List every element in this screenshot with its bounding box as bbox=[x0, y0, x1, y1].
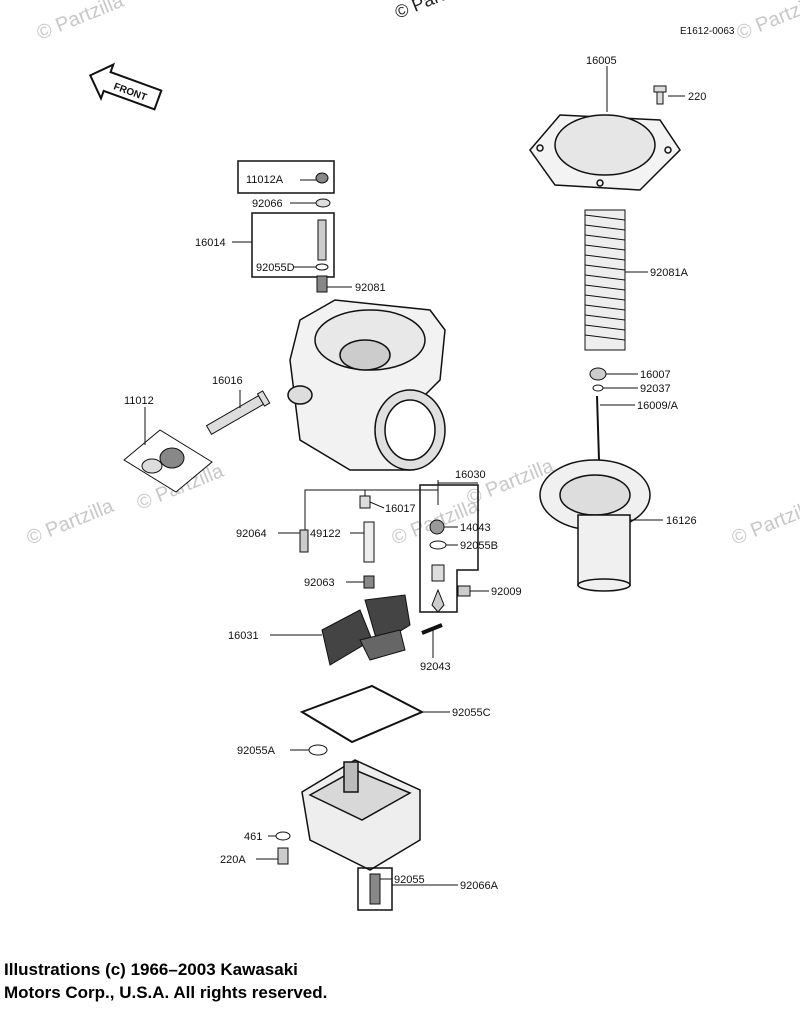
top-cover-part bbox=[529, 114, 681, 191]
callout-16030: 16030 bbox=[455, 469, 486, 481]
callout-16014: 16014 bbox=[195, 237, 226, 249]
screw-220-icon bbox=[653, 85, 667, 105]
vacuum-piston-part bbox=[539, 459, 651, 592]
copyright-caption: Illustrations (c) 1966–2003 Kawasaki Mot… bbox=[4, 958, 327, 1004]
cap-11012A-icon bbox=[315, 172, 329, 184]
spring-92081-icon bbox=[316, 275, 328, 293]
box-16030 bbox=[419, 484, 479, 613]
cap-11012-part bbox=[123, 429, 213, 493]
callout-92063: 92063 bbox=[304, 577, 335, 589]
callout-92081: 92081 bbox=[355, 282, 386, 294]
oring-92055D-icon bbox=[315, 263, 329, 271]
box-92066A bbox=[357, 867, 393, 911]
needle-jet-49122-icon bbox=[363, 521, 375, 563]
callout-16126: 16126 bbox=[666, 515, 697, 527]
callout-92081A: 92081A bbox=[650, 267, 689, 279]
callout-49122: 49122 bbox=[310, 528, 341, 540]
watermark-top-right: © Partzilla bbox=[734, 0, 800, 45]
callout-92055D: 92055D bbox=[256, 262, 295, 274]
callout-92043: 92043 bbox=[420, 661, 451, 673]
front-arrow-icon: FRONT bbox=[88, 62, 163, 111]
callout-16016: 16016 bbox=[212, 375, 243, 387]
callout-labels: 16005 220 11012A 92066 16014 92055D 9208… bbox=[124, 55, 706, 892]
caption-line-1: Illustrations (c) 1966–2003 Kawasaki bbox=[4, 960, 298, 979]
callout-16031: 16031 bbox=[228, 630, 259, 642]
oring-92055A-icon bbox=[308, 744, 328, 756]
watermark-mid-right: © Partzilla bbox=[729, 495, 800, 550]
needle-clip-icon bbox=[589, 367, 607, 461]
float-valve-icon bbox=[431, 588, 445, 613]
callout-220: 220 bbox=[688, 91, 706, 103]
callout-220A: 220A bbox=[220, 854, 246, 866]
callout-16005: 16005 bbox=[586, 55, 617, 67]
float-bowl-part bbox=[301, 759, 421, 871]
pin-92043-icon bbox=[421, 623, 443, 635]
float-part bbox=[321, 594, 411, 666]
carburetor-body-part bbox=[287, 299, 446, 471]
callout-92064: 92064 bbox=[236, 528, 267, 540]
cap-92066-icon bbox=[315, 198, 331, 208]
box-16014 bbox=[251, 212, 335, 278]
callout-92009: 92009 bbox=[491, 586, 522, 598]
callout-11012A: 11012A bbox=[246, 174, 284, 186]
pilot-screw-part bbox=[205, 390, 271, 436]
callout-92055C: 92055C bbox=[452, 707, 491, 719]
screw-16014-icon bbox=[317, 219, 327, 261]
caption-line-2: Motors Corp., U.S.A. All rights reserved… bbox=[4, 983, 328, 1002]
callout-92037: 92037 bbox=[640, 383, 671, 395]
screw-220A-icon bbox=[277, 847, 289, 865]
callout-92066: 92066 bbox=[252, 198, 283, 210]
callout-11012: 11012 bbox=[124, 395, 154, 407]
callout-92055A: 92055A bbox=[237, 745, 276, 757]
spring-part bbox=[584, 209, 626, 351]
jet-92064-icon bbox=[299, 529, 309, 553]
watermark-top-left: © Partzilla bbox=[34, 0, 128, 45]
gasket-92055C-part bbox=[299, 684, 425, 744]
callout-14043: 14043 bbox=[460, 522, 491, 534]
watermark-mid-left: © Partzilla bbox=[24, 495, 118, 550]
washer-461-icon bbox=[275, 831, 291, 841]
jet-16017-icon bbox=[359, 495, 371, 509]
callout-16017: 16017 bbox=[385, 503, 416, 515]
diagram-code: E1612-0063 bbox=[680, 26, 735, 37]
jet-92063-icon bbox=[363, 575, 375, 589]
callout-16007: 16007 bbox=[640, 369, 671, 381]
callout-92055: 92055 bbox=[394, 874, 425, 886]
valve-seat-icon bbox=[431, 564, 445, 582]
box-11012A bbox=[237, 160, 335, 194]
drain-screw-icon bbox=[369, 873, 381, 905]
callout-16009A: 16009/A bbox=[637, 400, 679, 412]
valve-seat-14043-icon bbox=[429, 519, 445, 535]
callout-92055B: 92055B bbox=[460, 540, 498, 552]
callout-92066A: 92066A bbox=[460, 880, 499, 892]
leader-lines bbox=[144, 66, 685, 886]
screw-92009-icon bbox=[457, 585, 471, 597]
callout-461: 461 bbox=[244, 831, 262, 843]
oring-92055B-icon bbox=[429, 540, 447, 550]
